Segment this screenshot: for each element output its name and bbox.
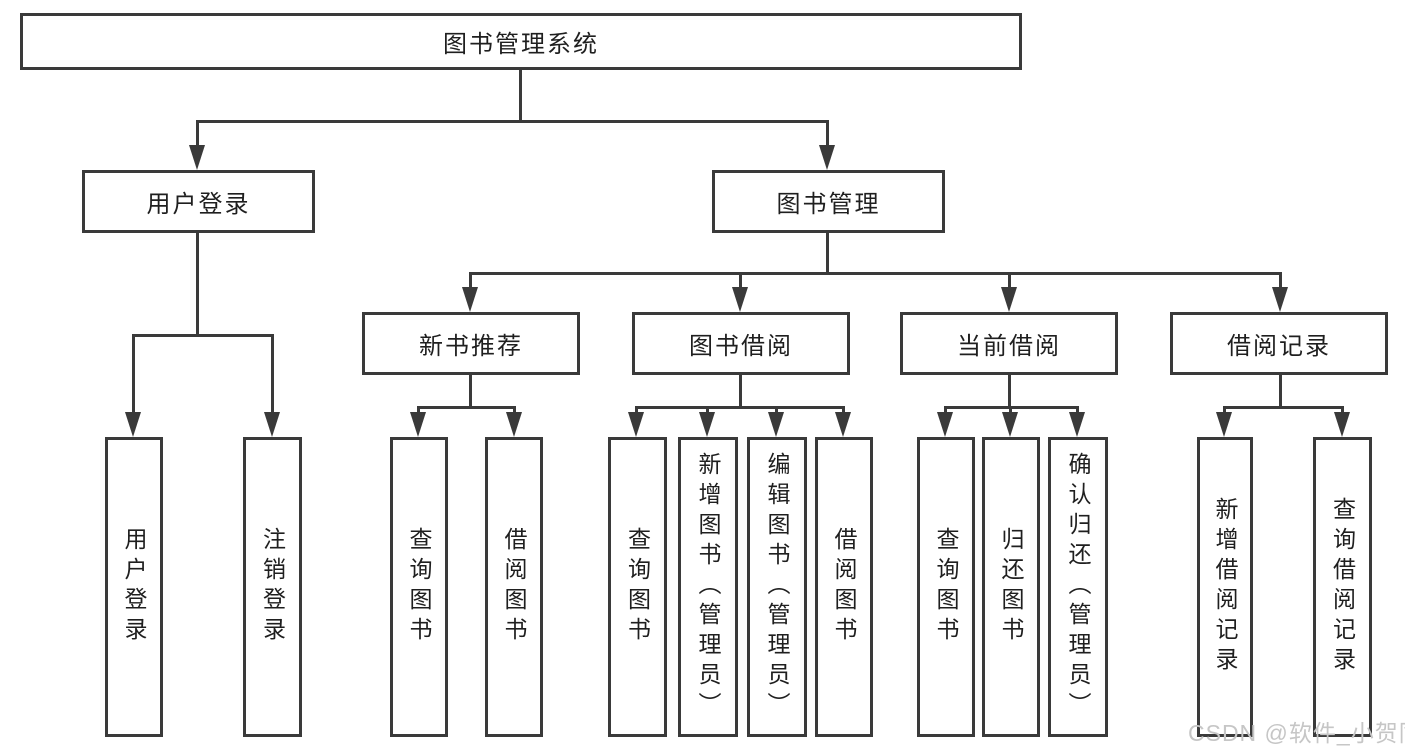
arrowhead-down-icon xyxy=(506,412,522,437)
node-borrow-records: 借阅记录 xyxy=(1170,312,1388,375)
node-book-borrowing: 图书借阅 xyxy=(632,312,850,375)
connector-drop-leaf xyxy=(1076,406,1079,415)
connector-drop-level3 xyxy=(1008,272,1011,289)
connector-root-stem xyxy=(519,70,522,123)
connector-current-stem xyxy=(1008,375,1011,409)
arrowhead-down-icon xyxy=(125,412,141,437)
leaf-logout: 注销登录 xyxy=(243,437,302,737)
connector-drop-leaf xyxy=(1341,406,1344,415)
connector-records-rail xyxy=(1223,406,1344,409)
node-current-borrowing: 当前借阅 xyxy=(900,312,1118,375)
connector-records-stem xyxy=(1279,375,1282,409)
leaf-records-add-record: 新增借阅记录 xyxy=(1197,437,1253,737)
arrowhead-down-icon xyxy=(628,412,644,437)
arrowhead-down-icon xyxy=(1002,412,1018,437)
leaf-user-login: 用户登录 xyxy=(105,437,163,737)
connector-drop-level3 xyxy=(739,272,742,289)
arrowhead-down-icon xyxy=(699,412,715,437)
arrowhead-down-icon xyxy=(462,287,478,312)
arrowhead-down-icon xyxy=(1001,287,1017,312)
leaf-borrowing-edit-books-admin: 编辑图书（管理员） xyxy=(747,437,807,737)
arrowhead-down-icon xyxy=(768,412,784,437)
arrowhead-down-icon xyxy=(189,145,205,170)
arrowhead-down-icon xyxy=(410,412,426,437)
connector-drop-book-mgmt xyxy=(826,120,829,148)
node-new-book-recommend: 新书推荐 xyxy=(362,312,580,375)
node-root: 图书管理系统 xyxy=(20,13,1022,70)
connector-drop-leaf xyxy=(944,406,947,415)
arrowhead-down-icon xyxy=(1334,412,1350,437)
arrowhead-down-icon xyxy=(819,145,835,170)
arrowhead-down-icon xyxy=(937,412,953,437)
connector-drop-leaf xyxy=(271,334,274,414)
node-book-management-group: 图书管理 xyxy=(712,170,945,233)
leaf-borrowing-add-books-admin: 新增图书（管理员） xyxy=(678,437,738,737)
connector-drop-leaf xyxy=(417,406,420,415)
connector-drop-level3 xyxy=(469,272,472,289)
connector-drop-leaf xyxy=(1009,406,1012,415)
connector-drop-leaf xyxy=(513,406,516,415)
leaf-recommend-borrow-books: 借阅图书 xyxy=(485,437,543,737)
connector-level3-rail xyxy=(469,272,1281,275)
arrowhead-down-icon xyxy=(835,412,851,437)
arrowhead-down-icon xyxy=(732,287,748,312)
leaf-current-confirm-return-admin: 确认归还（管理员） xyxy=(1048,437,1108,737)
arrowhead-down-icon xyxy=(1272,287,1288,312)
node-user-login-group: 用户登录 xyxy=(82,170,315,233)
leaf-recommend-query-books: 查询图书 xyxy=(390,437,448,737)
connector-borrowing-rail xyxy=(635,406,845,409)
connector-drop-leaf xyxy=(706,406,709,415)
connector-borrowing-stem xyxy=(739,375,742,409)
leaf-records-query-record: 查询借阅记录 xyxy=(1313,437,1372,737)
connector-level2-rail xyxy=(196,120,829,123)
connector-drop-level3 xyxy=(1279,272,1282,289)
connector-recommend-rail xyxy=(417,406,516,409)
leaf-current-query-books: 查询图书 xyxy=(917,437,975,737)
leaf-borrowing-query-books: 查询图书 xyxy=(608,437,667,737)
connector-drop-leaf xyxy=(775,406,778,415)
arrowhead-down-icon xyxy=(1069,412,1085,437)
leaf-borrowing-borrow-books: 借阅图书 xyxy=(815,437,873,737)
csdn-watermark: CSDN @软件_小贺同学 xyxy=(1188,720,1405,746)
connector-drop-leaf xyxy=(132,334,135,414)
connector-drop-user-login xyxy=(196,120,199,148)
arrowhead-down-icon xyxy=(1216,412,1232,437)
connector-drop-leaf xyxy=(1223,406,1226,415)
connector-user-login-rail xyxy=(132,334,274,337)
connector-drop-leaf xyxy=(635,406,638,415)
arrowhead-down-icon xyxy=(264,412,280,437)
leaf-current-return-books: 归还图书 xyxy=(982,437,1040,737)
connector-book-mgmt-stem xyxy=(826,233,829,275)
connector-recommend-stem xyxy=(469,375,472,409)
connector-user-login-stem xyxy=(196,233,199,337)
connector-drop-leaf xyxy=(842,406,845,415)
